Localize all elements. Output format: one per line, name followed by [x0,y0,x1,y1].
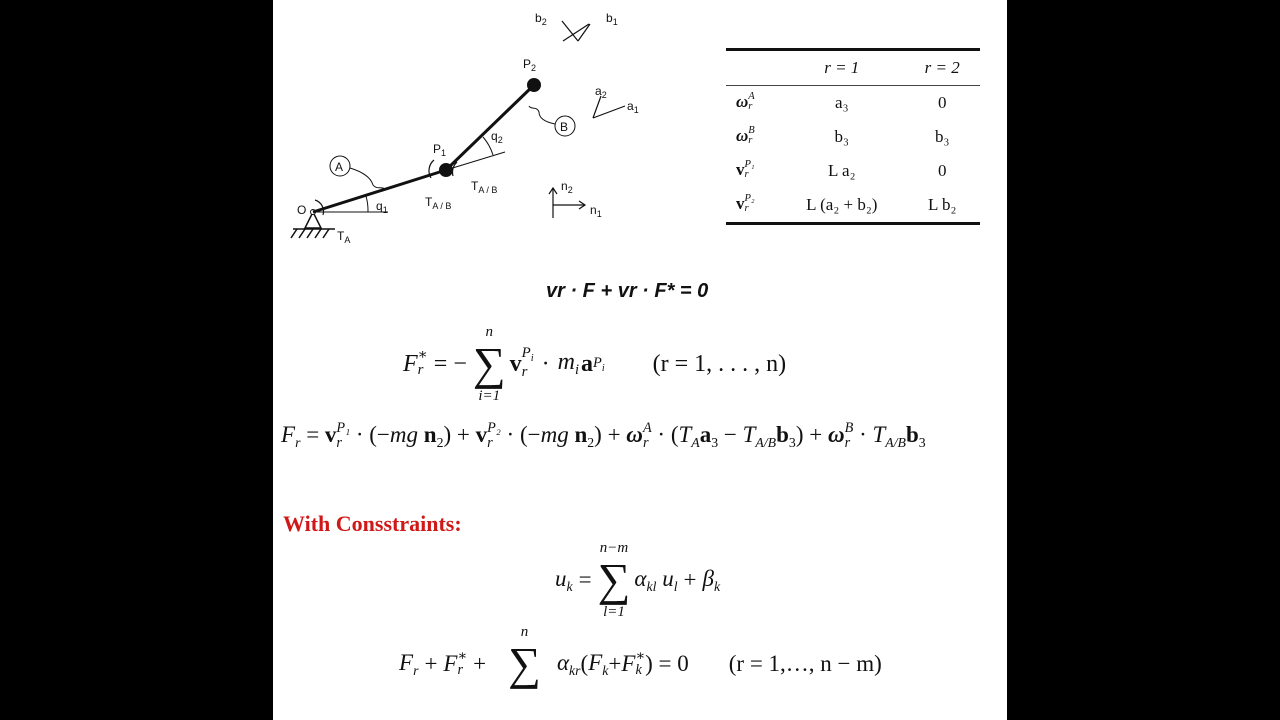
table-header-r2: r = 2 [924,58,960,77]
cell-r1: L (a₂ + b₂) [806,195,878,214]
label-p2: P2 [523,57,536,73]
ground-support [290,210,335,239]
label-b1: b1 [606,11,618,27]
table-header-r1: r = 1 [824,58,860,77]
link-a [312,168,447,214]
body-a-marker [329,155,351,177]
body-b-marker [554,115,576,137]
cell-r2: 0 [937,161,947,180]
label-n1: n1 [590,203,602,219]
cell-r2: b₃ [934,127,950,146]
label-a2: a2 [595,84,607,100]
label-b2: b2 [535,11,547,27]
constrained-kane-equation: Fr + F∗r + n∑ αkr(Fk + F∗k) = 0 (r = 1,…… [399,624,882,689]
document-page: b2 b1 P2 a2 a1 B q2 A P1 TA / B TA / B n… [273,0,1007,720]
label-torque-a: TA [337,229,350,245]
constraint-equation: uk = n−m∑l=1 αkl ul + βk [555,540,721,620]
label-a-body: A [335,160,343,174]
label-q1: q1 [376,199,388,215]
label-b-body: B [560,120,568,134]
cell-r1: a₃ [835,93,849,112]
cell-r1: L a₂ [828,161,856,180]
point-p2 [527,78,541,92]
label-p1: P1 [433,142,446,158]
cell-r2: 0 [937,93,947,112]
label-n2: n2 [561,179,573,195]
table-header-blank [726,51,779,86]
double-pendulum-diagram: b2 b1 P2 a2 a1 B q2 A P1 TA / B TA / B n… [290,11,639,245]
label-q2: q2 [491,129,503,145]
kane-equation: vr · F + vr · F* = 0 [546,280,709,302]
label-o: O [297,203,306,217]
label-a1: a1 [627,99,639,115]
cell-r1: b₃ [834,127,849,146]
label-torque-ab-left: TA / B [425,195,451,211]
link-b [444,83,536,172]
constraints-heading: With Consstraints: [283,511,462,536]
point-p1 [439,163,453,177]
label-torque-ab-right: TA / B [471,179,497,195]
cell-r2: L b₂ [927,195,957,214]
